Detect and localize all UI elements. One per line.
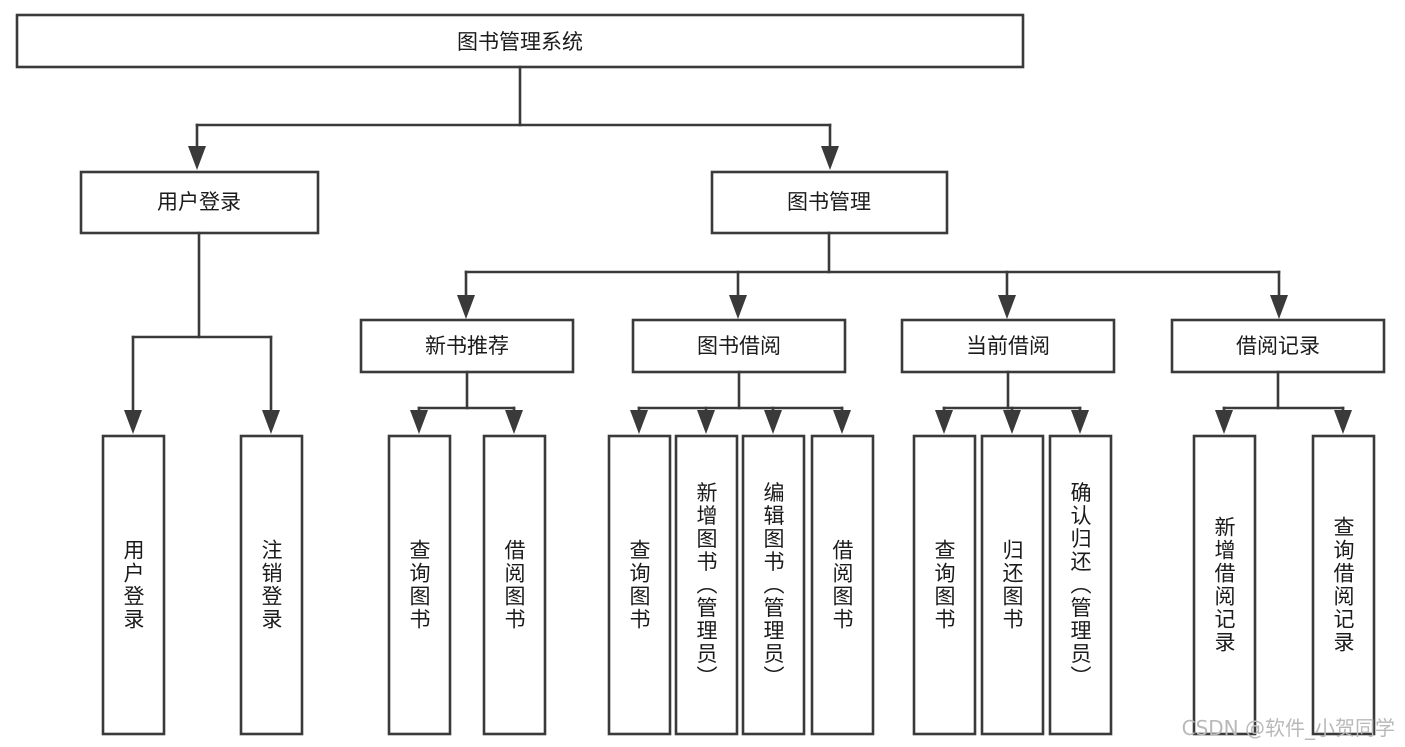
book-borrow-box [631, 318, 847, 374]
leaf-box [674, 434, 739, 736]
leaf-box [741, 434, 806, 736]
arrow-head-userlogin-1 [124, 410, 142, 434]
leaf-box [239, 434, 304, 736]
arrow-head-currentborrow-3 [1071, 410, 1089, 434]
leaf-box [810, 434, 875, 736]
leaf-label: 新增借阅记录 [1212, 516, 1236, 654]
leaf-node-current-confirm-return[interactable]: 确认归还（管理员） [1048, 434, 1113, 736]
leaf-node-user-login-logout[interactable]: 注销登录 [239, 434, 304, 736]
arrow-head-bookborrow-1 [630, 410, 648, 434]
leaf-label: 用户登录 [121, 539, 145, 631]
leaf-label: 借阅图书 [830, 539, 854, 631]
borrow-record-label: 借阅记录 [1236, 334, 1320, 358]
leaf-node-recommend-query-book[interactable]: 查询图书 [387, 434, 452, 736]
node-new-book-recommend[interactable]: 新书推荐 [359, 318, 575, 374]
arrow-head-bookmanage-4 [1270, 295, 1288, 319]
arrow-head-newbook-1 [410, 410, 428, 434]
arrow-head-bookborrow-4 [833, 410, 851, 434]
node-book-borrow[interactable]: 图书借阅 [631, 318, 847, 374]
arrow-head-bookmanage-3 [998, 295, 1016, 319]
arrow-head-currentborrow-2 [1003, 410, 1021, 434]
arrow-head-borrowrecord-1 [1215, 410, 1233, 434]
arrow-head-root-1 [188, 146, 206, 170]
leaf-box [980, 434, 1045, 736]
leaf-node-user-login-login[interactable]: 用户登录 [101, 434, 166, 736]
leaf-box [1192, 434, 1257, 736]
leaf-node-record-add-record[interactable]: 新增借阅记录 [1192, 434, 1257, 736]
leaf-node-recommend-borrow-book[interactable]: 借阅图书 [482, 434, 547, 736]
leaf-box [101, 434, 166, 736]
leaf-label: 查询图书 [627, 539, 651, 631]
leaf-box [1048, 434, 1113, 736]
leaf-box [912, 434, 977, 736]
leaf-box [607, 434, 672, 736]
arrow-head-currentborrow-1 [935, 410, 953, 434]
node-current-borrow[interactable]: 当前借阅 [900, 318, 1116, 374]
arrow-head-bookmanage-2 [729, 295, 747, 319]
leaf-node-current-return-book[interactable]: 归还图书 [980, 434, 1045, 736]
book-manage-box [710, 170, 949, 235]
leaf-label: 查询借阅记录 [1331, 516, 1355, 654]
user-login-label: 用户登录 [157, 190, 241, 214]
node-borrow-record[interactable]: 借阅记录 [1170, 318, 1386, 374]
arrow-head-root-2 [821, 146, 839, 170]
arrow-head-bookmanage-1 [457, 295, 475, 319]
arrow-head-borrowrecord-2 [1334, 410, 1352, 434]
node-user-login[interactable]: 用户登录 [79, 170, 320, 235]
leaf-node-borrow-query-book[interactable]: 查询图书 [607, 434, 672, 736]
leaf-label: 新增图书（管理员） [694, 482, 718, 689]
leaf-node-borrow-borrow-book[interactable]: 借阅图书 [810, 434, 875, 736]
leaf-label: 归还图书 [1000, 539, 1024, 631]
leaf-label: 查询图书 [932, 539, 956, 631]
leaf-label: 注销登录 [259, 539, 283, 631]
leaf-node-current-query-book[interactable]: 查询图书 [912, 434, 977, 736]
arrow-head-userlogin-2 [262, 410, 280, 434]
current-borrow-box [900, 318, 1116, 374]
book-manage-label: 图书管理 [787, 190, 871, 214]
leaf-label: 借阅图书 [502, 539, 526, 631]
leaf-label: 确认归还（管理员） [1068, 482, 1092, 689]
root-box [15, 13, 1025, 69]
book-borrow-label: 图书借阅 [697, 334, 781, 358]
current-borrow-label: 当前借阅 [966, 334, 1050, 358]
arrow-head-newbook-2 [505, 410, 523, 434]
arrow-head-bookborrow-3 [764, 410, 782, 434]
node-book-manage[interactable]: 图书管理 [710, 170, 949, 235]
leaf-node-borrow-add-book[interactable]: 新增图书（管理员） [674, 434, 739, 736]
new-book-recommend-label: 新书推荐 [425, 334, 509, 358]
leaf-box [387, 434, 452, 736]
leaf-node-borrow-edit-book[interactable]: 编辑图书（管理员） [741, 434, 806, 736]
leaf-box [1311, 434, 1376, 736]
leaf-label: 编辑图书（管理员） [761, 482, 785, 689]
borrow-record-box [1170, 318, 1386, 374]
arrow-head-bookborrow-2 [697, 410, 715, 434]
leaf-node-record-query-record[interactable]: 查询借阅记录 [1311, 434, 1376, 736]
root-label: 图书管理系统 [457, 30, 583, 54]
leaf-label: 查询图书 [407, 539, 431, 631]
node-root[interactable]: 图书管理系统 [15, 13, 1025, 69]
new-book-recommend-box [359, 318, 575, 374]
leaf-box [482, 434, 547, 736]
